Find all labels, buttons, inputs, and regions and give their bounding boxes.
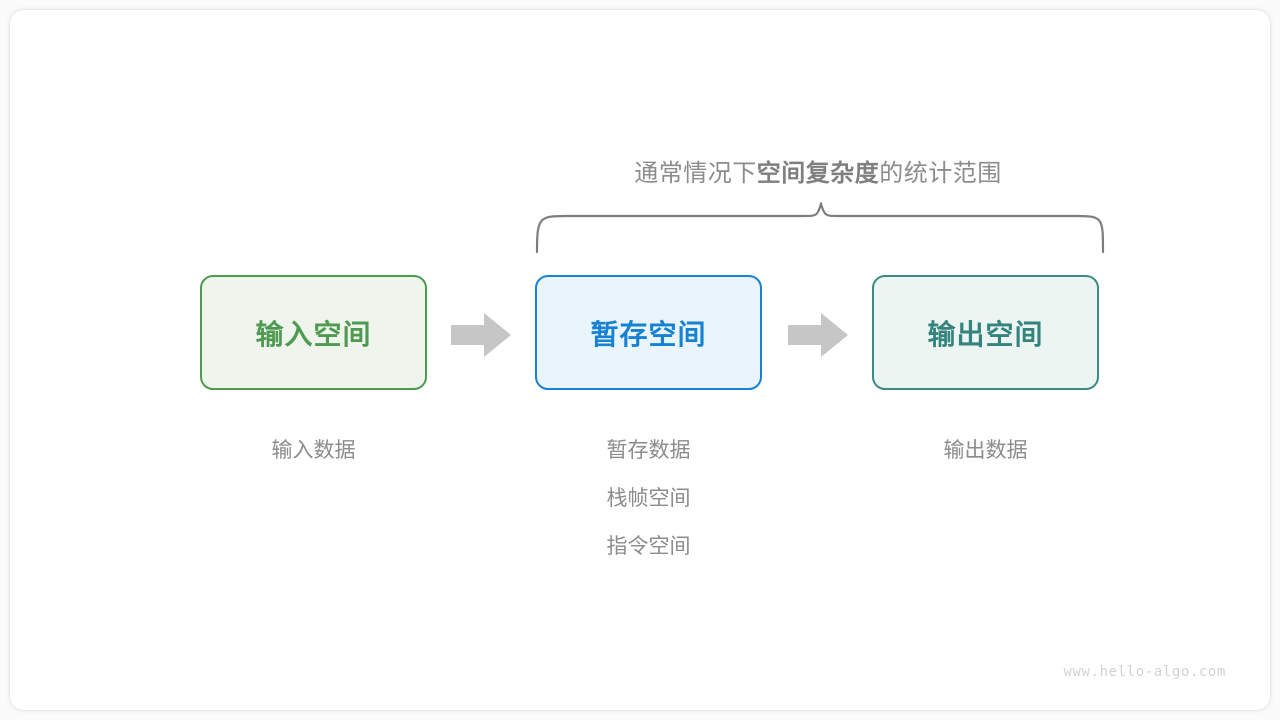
curly-brace-icon (535, 202, 1105, 254)
brace-caption-suffix: 的统计范围 (879, 160, 1002, 187)
caption-column-temp: 暂存数据 栈帧空间 指令空间 (535, 427, 762, 571)
box-output-space[interactable]: 输出空间 (872, 275, 1099, 390)
caption-line: 输入数据 (271, 439, 356, 462)
box-input-space[interactable]: 输入空间 (200, 275, 427, 390)
watermark: www.hello-algo.com (1063, 664, 1226, 680)
box-temp-space-label: 暂存空间 (590, 318, 707, 350)
right-block-arrow-icon (451, 313, 511, 357)
caption-line: 暂存数据 (606, 439, 691, 462)
brace-caption-prefix: 通常情况下 (634, 160, 757, 187)
caption-line: 指令空间 (606, 535, 691, 558)
brace-caption-emphasis: 空间复杂度 (756, 160, 880, 187)
box-temp-space[interactable]: 暂存空间 (535, 275, 762, 390)
caption-line: 栈帧空间 (606, 487, 691, 510)
caption-column-output: 输出数据 (872, 427, 1099, 475)
right-block-arrow-icon (788, 313, 848, 357)
box-input-space-label: 输入空间 (255, 318, 372, 350)
brace-caption: 通常情况下空间复杂度的统计范围 (535, 153, 1101, 188)
caption-line: 输出数据 (943, 439, 1028, 462)
diagram-card: 通常情况下空间复杂度的统计范围 输入空间 暂存空间 输出空间 输入数据 暂存数据 (10, 10, 1270, 710)
caption-column-input: 输入数据 (200, 427, 427, 475)
box-output-space-label: 输出空间 (927, 318, 1044, 350)
